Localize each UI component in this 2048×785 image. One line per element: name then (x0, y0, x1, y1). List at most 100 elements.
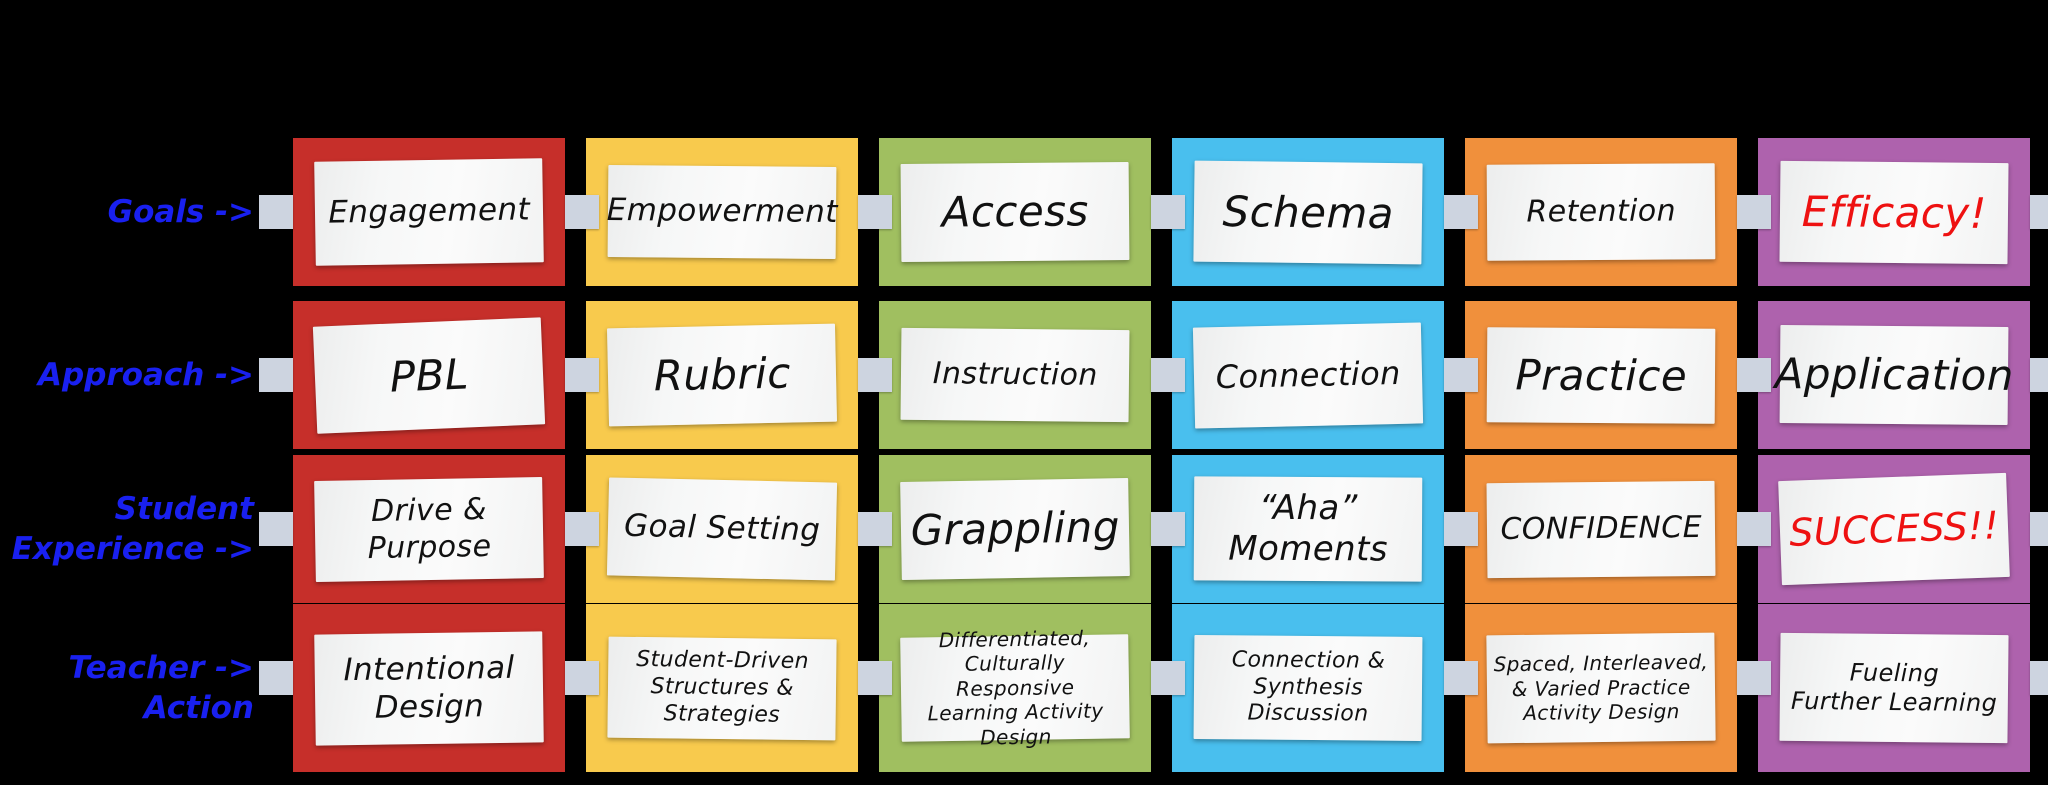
card-text: PBL (388, 348, 470, 402)
connector-row3-gap5 (1737, 512, 1771, 546)
card-student-experience-col-1[interactable]: Drive & Purpose (293, 455, 565, 603)
connector-row1-gap2 (858, 195, 892, 229)
card-text: Drive & Purpose (367, 491, 492, 566)
card-student-experience-col-5[interactable]: CONFIDENCE (1465, 455, 1737, 603)
card-teacher-action-col-6[interactable]: Fueling Further Learning (1758, 604, 2030, 772)
card-text: Access (941, 186, 1089, 238)
paper-label: Goal Setting (606, 477, 838, 581)
row-label-goals: Goals -> (107, 193, 254, 230)
connector-row2-gap5 (1737, 358, 1771, 392)
card-text: Fueling Further Learning (1790, 658, 1998, 718)
connector-row4-gap1 (565, 661, 599, 695)
paper-label: Grappling (899, 478, 1131, 580)
connector-row3-start (259, 512, 293, 546)
card-text: Empowerment (606, 192, 838, 231)
card-goals-col-5[interactable]: Retention (1465, 138, 1737, 286)
card-teacher-action-col-3[interactable]: Differentiated, Culturally Responsive Le… (879, 604, 1151, 772)
connector-row3-gap1 (565, 512, 599, 546)
card-goals-col-4[interactable]: Schema (1172, 138, 1444, 286)
card-goals-col-6[interactable]: Efficacy! (1758, 138, 2030, 286)
card-teacher-action-col-4[interactable]: Connection & Synthesis Discussion (1172, 604, 1444, 772)
connector-row1-gap5 (1737, 195, 1771, 229)
connector-row1-gap1 (565, 195, 599, 229)
paper-label: Connection (1192, 321, 1424, 429)
card-approach-col-6[interactable]: Application (1758, 301, 2030, 449)
connector-row1-gap3 (1151, 195, 1185, 229)
card-text: Intentional Design (342, 648, 515, 725)
card-text: CONFIDENCE (1500, 509, 1702, 547)
paper-label: Spaced, Interleaved, & Varied Practice A… (1486, 632, 1716, 744)
paper-label: Instruction (900, 327, 1130, 423)
card-approach-col-4[interactable]: Connection (1172, 301, 1444, 449)
row-label-approach: Approach -> (38, 356, 254, 393)
connector-row3-gap3 (1151, 512, 1185, 546)
paper-label: Retention (1486, 163, 1716, 261)
paper-label: Efficacy! (1779, 160, 2009, 264)
connector-row4-gap5 (1737, 661, 1771, 695)
card-text: Connection (1215, 353, 1401, 396)
paper-label: Empowerment (606, 165, 838, 259)
card-text: Engagement (327, 191, 531, 231)
paper-label: Application (1774, 325, 2014, 425)
paper-label: “Aha” Moments (1193, 476, 1423, 582)
connector-row4-end (2030, 661, 2048, 695)
paper-label: SUCCESS!! (1777, 472, 2011, 586)
card-teacher-action-col-2[interactable]: Student-Driven Structures & Strategies (586, 604, 858, 772)
card-teacher-action-col-1[interactable]: Intentional Design (293, 604, 565, 772)
paper-label: Access (900, 162, 1130, 262)
card-text: Efficacy! (1801, 186, 1987, 238)
connector-row3-gap2 (858, 512, 892, 546)
paper-label: PBL (312, 316, 546, 434)
paper-label: Intentional Design (314, 630, 544, 746)
row-label-student-experience: Student Experience -> (11, 490, 254, 567)
card-text: Instruction (932, 355, 1098, 393)
card-text: Application (1774, 349, 2014, 401)
card-approach-col-1[interactable]: PBL (293, 301, 565, 449)
card-text: SUCCESS!! (1788, 502, 2000, 555)
paper-label: Connection & Synthesis Discussion (1193, 635, 1423, 741)
card-text: Differentiated, Culturally Responsive Le… (927, 625, 1104, 750)
paper-label: Fueling Further Learning (1779, 632, 2009, 744)
paper-label: Practice (1486, 326, 1716, 424)
card-approach-col-3[interactable]: Instruction (879, 301, 1151, 449)
card-text: Grappling (910, 502, 1120, 556)
card-text: Retention (1526, 193, 1676, 230)
paper-label: Student-Driven Structures & Strategies (607, 636, 837, 740)
connector-row4-gap3 (1151, 661, 1185, 695)
connector-row2-gap3 (1151, 358, 1185, 392)
card-teacher-action-col-5[interactable]: Spaced, Interleaved, & Varied Practice A… (1465, 604, 1737, 772)
card-goals-col-1[interactable]: Engagement (293, 138, 565, 286)
card-text: Practice (1514, 349, 1688, 400)
card-approach-col-5[interactable]: Practice (1465, 301, 1737, 449)
card-text: Schema (1222, 186, 1394, 238)
card-student-experience-col-4[interactable]: “Aha” Moments (1172, 455, 1444, 603)
card-text: Spaced, Interleaved, & Varied Practice A… (1493, 650, 1709, 726)
card-approach-col-2[interactable]: Rubric (586, 301, 858, 449)
connector-row4-gap4 (1444, 661, 1478, 695)
connector-row2-end (2030, 358, 2048, 392)
card-text: “Aha” Moments (1227, 487, 1388, 570)
card-goals-col-2[interactable]: Empowerment (586, 138, 858, 286)
paper-label: Rubric (606, 323, 838, 427)
card-goals-col-3[interactable]: Access (879, 138, 1151, 286)
paper-label: Drive & Purpose (313, 476, 545, 582)
connector-row1-end (2030, 195, 2048, 229)
connector-row3-end (2030, 512, 2048, 546)
card-text: Connection & Synthesis Discussion (1231, 647, 1386, 727)
card-text: Goal Setting (623, 507, 821, 549)
connector-row1-start (259, 195, 293, 229)
card-student-experience-col-3[interactable]: Grappling (879, 455, 1151, 603)
paper-label: CONFIDENCE (1486, 480, 1716, 578)
paper-label: Engagement (313, 158, 545, 266)
connector-row4-gap2 (858, 661, 892, 695)
paper-label: Differentiated, Culturally Responsive Le… (899, 626, 1131, 749)
connector-row4-start (259, 661, 293, 695)
connector-row3-gap4 (1444, 512, 1478, 546)
connector-row2-gap2 (858, 358, 892, 392)
paper-label: Schema (1193, 160, 1423, 264)
connector-row2-gap1 (565, 358, 599, 392)
card-student-experience-col-2[interactable]: Goal Setting (586, 455, 858, 603)
connector-row2-gap4 (1444, 358, 1478, 392)
card-student-experience-col-6[interactable]: SUCCESS!! (1758, 455, 2030, 603)
